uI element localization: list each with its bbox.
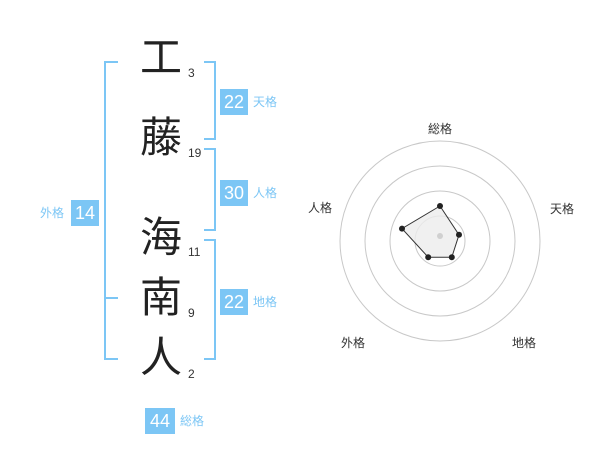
gaikaku-bracket-tick — [104, 297, 118, 299]
gaikaku-value: 14 — [71, 200, 99, 226]
name-char-1: 工 — [139, 33, 182, 82]
tenkaku-bracket — [204, 61, 216, 140]
stroke-count-3: 11 — [188, 245, 201, 259]
radar-label-tenkaku: 天格 — [550, 201, 574, 216]
chikaku-label: 地格 — [253, 295, 278, 309]
radar-label-gaikaku: 外格 — [341, 335, 365, 350]
tenkaku-value: 22 — [220, 89, 248, 115]
radar-shape — [401, 205, 460, 258]
radar-ring-4 — [339, 140, 541, 342]
radar-point-jinkaku — [399, 225, 405, 232]
stroke-count-1: 3 — [188, 66, 195, 80]
radar-chart: 総格 天格 地格 外格 人格 — [308, 121, 574, 350]
radar-ring-3 — [364, 165, 516, 317]
radar-point-soukaku — [437, 203, 443, 209]
name-char-2: 藤 — [139, 113, 182, 162]
jinkaku-value: 30 — [220, 180, 248, 206]
radar-points — [399, 203, 462, 261]
stroke-count-5: 2 — [188, 367, 195, 381]
radar-point-gaikaku — [425, 254, 432, 261]
soukaku-label: 総格 — [180, 414, 205, 428]
chikaku-value: 22 — [220, 289, 248, 315]
soukaku-value: 44 — [145, 408, 175, 434]
chikaku-bracket — [204, 239, 216, 360]
stroke-count-2: 19 — [188, 146, 202, 160]
stroke-count-4: 9 — [188, 306, 195, 320]
name-char-4: 南 — [139, 273, 182, 322]
radar-rings — [339, 140, 541, 342]
name-char-5: 人 — [139, 333, 182, 382]
jinkaku-label: 人格 — [253, 186, 278, 200]
radar-point-chikaku — [448, 254, 455, 261]
tenkaku-label: 天格 — [253, 95, 278, 109]
name-char-3: 海 — [139, 213, 182, 262]
radar-center-dot — [437, 233, 443, 239]
jinkaku-bracket — [204, 148, 216, 231]
radar-ring-2 — [389, 190, 491, 292]
radar-point-tenkaku — [456, 231, 462, 238]
radar-label-jinkaku: 人格 — [308, 200, 332, 215]
gaikaku-bracket — [104, 61, 118, 360]
radar-label-chikaku: 地格 — [512, 335, 536, 350]
gaikaku-label: 外格 — [40, 206, 65, 220]
radar-label-soukaku: 総格 — [428, 121, 452, 136]
